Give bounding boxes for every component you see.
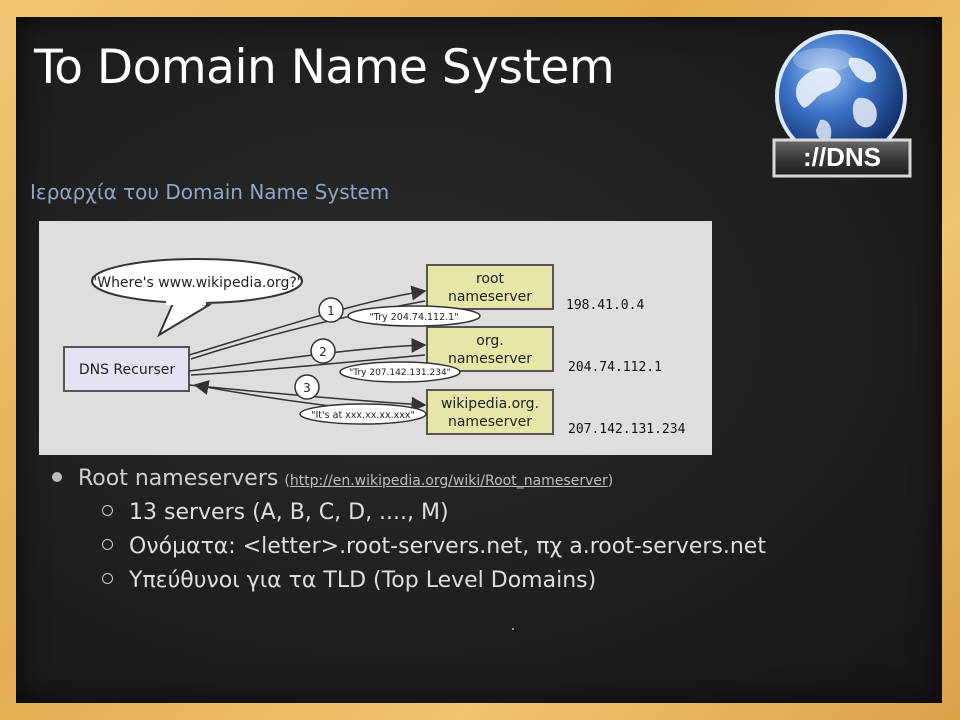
root-nameserver-link[interactable]: http://en.wikipedia.org/wiki/Root_namese… — [289, 473, 608, 489]
svg-text:"It's at xxx.xx.xx.xxx": "It's at xxx.xx.xx.xxx" — [311, 410, 415, 421]
server-root: root nameserver — [426, 264, 554, 310]
svg-text:root: root — [476, 271, 505, 287]
sub-bullet-names: Ονόματα: <letter>.root-servers.net, πχ a… — [52, 534, 932, 568]
svg-text:wikipedia.org.: wikipedia.org. — [441, 396, 539, 412]
bullet-ring-icon — [102, 573, 113, 584]
slide-title: To Domain Name System — [34, 40, 615, 95]
step-2-badge: 2 — [310, 338, 336, 364]
bullet-list: Root nameservers(http://en.wikipedia.org… — [52, 466, 932, 602]
svg-text:org.: org. — [476, 333, 503, 349]
svg-text:nameserver: nameserver — [448, 414, 532, 430]
reply-bubble-3: "It's at xxx.xx.xx.xxx" — [299, 403, 427, 425]
ip-org: 204.74.112.1 — [568, 360, 662, 375]
svg-text:"Try 207.142.131.234": "Try 207.142.131.234" — [349, 368, 451, 378]
ip-wikipedia: 207.142.131.234 — [568, 422, 686, 437]
svg-text:3: 3 — [303, 381, 311, 395]
dns-recurser-box — [63, 346, 190, 392]
bullet-root-nameservers: Root nameservers(http://en.wikipedia.org… — [52, 466, 932, 500]
svg-text:nameserver: nameserver — [448, 289, 532, 305]
sub-bullet-tld: Υπεύθυνοι για τα TLD (Top Level Domains) — [52, 568, 932, 602]
ip-root: 198.41.0.4 — [566, 298, 644, 313]
step-1-badge: 1 — [318, 297, 344, 323]
server-org: org. nameserver — [426, 326, 554, 372]
server-wikipedia: wikipedia.org. nameserver — [426, 389, 554, 435]
logo-text: ://DNS — [803, 142, 881, 172]
bullet-dot-icon — [52, 472, 62, 482]
sub-bullet-servers: 13 servers (A, B, C, D, ...., M) — [52, 500, 932, 534]
query-arrow-1 — [188, 285, 427, 356]
question-bubble: "Where's www.wikipedia.org?" — [91, 258, 303, 338]
dns-hierarchy-diagram: "Where's www.wikipedia.org?" DNS Recurse… — [39, 221, 712, 455]
svg-text:"Try 204.74.112.1": "Try 204.74.112.1" — [369, 312, 458, 323]
svg-text:nameserver: nameserver — [448, 351, 532, 367]
slide-subtitle: Ιεραρχία του Domain Name System — [30, 180, 390, 204]
step-3-badge: 3 — [294, 374, 320, 400]
svg-text:1: 1 — [327, 304, 335, 318]
dns-recurser-label: DNS Recurser — [79, 362, 176, 378]
chalk-speck — [512, 628, 514, 630]
reply-bubble-2: "Try 207.142.131.234" — [339, 361, 461, 383]
question-text: "Where's www.wikipedia.org?" — [91, 275, 303, 291]
bullet-ring-icon — [102, 539, 113, 550]
bullet-main-text: Root nameservers — [78, 466, 279, 491]
dns-globe-logo: ://DNS — [772, 30, 912, 178]
svg-text:2: 2 — [319, 345, 327, 359]
reply-line-2 — [190, 354, 426, 376]
bullet-ring-icon — [102, 505, 113, 516]
reply-bubble-1: "Try 204.74.112.1" — [347, 305, 481, 327]
